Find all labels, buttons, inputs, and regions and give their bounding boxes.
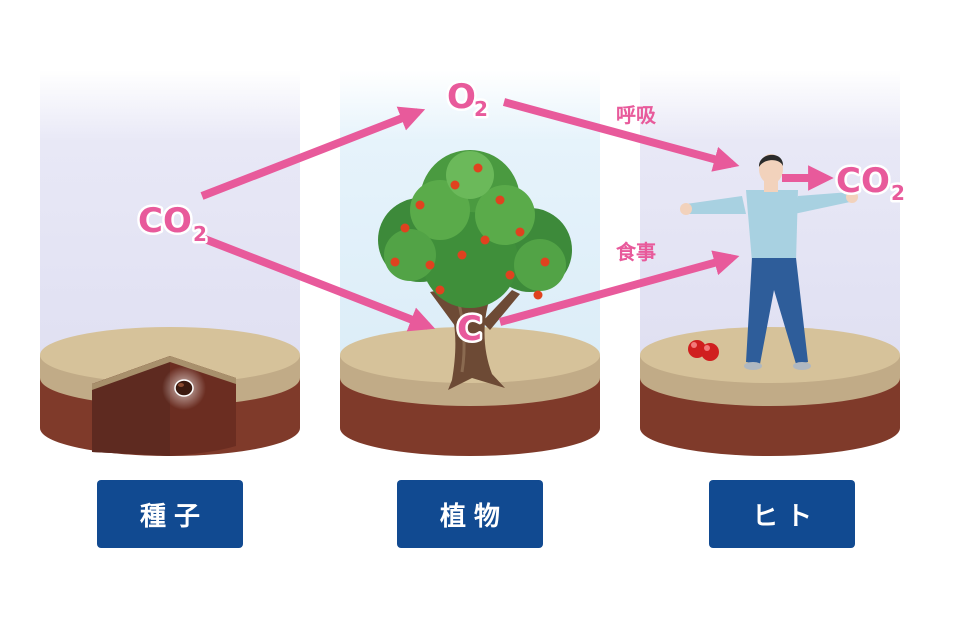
co2-right-label: CO 2 [834,159,908,208]
carbon-label: C [455,307,485,352]
plant-stage-label: 植物 [397,480,543,548]
seed-glass [40,70,300,360]
svg-text:2: 2 [891,181,905,205]
svg-text:2: 2 [193,222,207,246]
arrow-o2-to-human [502,98,740,172]
svg-text:CO: CO [138,201,192,241]
arrow-co2-to-o2 [200,106,426,200]
svg-text:2: 2 [474,97,488,121]
person-icon [680,154,858,370]
svg-text:CO: CO [836,161,890,201]
co2-left-label: CO 2 [136,199,210,249]
svg-text:C: C [457,309,482,349]
svg-text:O: O [447,77,476,117]
seed-icon [174,379,194,397]
respiration-label: 呼吸 [616,103,657,127]
o2-label: O 2 [445,75,491,124]
human-ground-top [640,327,900,383]
flow-arrows [200,98,834,332]
arrow-co2-to-carbon [200,234,436,332]
seed-stage-label: 種子 [97,480,243,548]
human-stage-label: ヒト [709,480,855,548]
apple-icon [688,340,719,361]
seed-stage [40,70,300,456]
arrow-carbon-to-human [498,250,740,326]
seed-ground-top [40,327,300,383]
plant-stage [340,70,600,456]
meal-label: 食事 [616,240,656,264]
human-stage [640,70,900,456]
apple-tree-icon [378,150,572,390]
